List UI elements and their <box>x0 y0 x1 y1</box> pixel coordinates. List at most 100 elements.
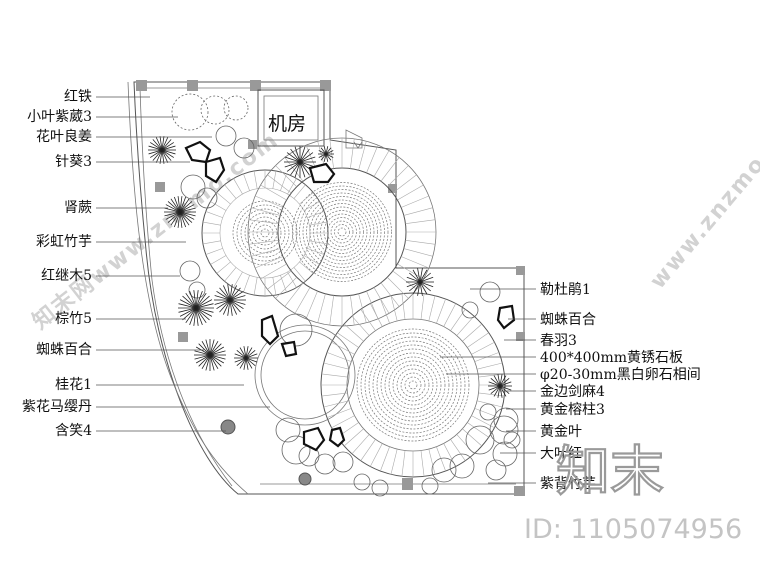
paving-joint <box>321 392 348 397</box>
right-labels: 勒杜鹃1 蜘蛛百合 春羽3 400*400mm黄锈石板 φ20-30mm黑白卵石… <box>540 281 701 492</box>
paving-joint <box>323 400 349 408</box>
paving-ring <box>396 368 430 402</box>
palm-symbol <box>488 374 512 398</box>
paving-joint <box>387 277 409 299</box>
paving-joint <box>405 240 436 245</box>
left-label-11: 含笑4 <box>55 423 92 439</box>
paving-joint <box>387 165 409 187</box>
paving-joint <box>467 332 489 348</box>
paving-joint <box>403 248 433 257</box>
paving-ring <box>236 204 294 262</box>
paving-joint <box>401 256 429 269</box>
paving-joint <box>303 201 320 211</box>
paving-joint <box>428 449 436 475</box>
paving-joint <box>202 221 221 226</box>
paving-joint <box>331 415 355 429</box>
paving-ring <box>320 210 364 254</box>
paving-ring <box>337 227 347 237</box>
paving-joint <box>253 277 258 296</box>
paving-joint <box>337 332 359 348</box>
paving-joint <box>287 271 297 288</box>
paving-joint <box>251 248 281 257</box>
right-label-2: 春羽3 <box>540 333 577 349</box>
paving-ring <box>244 212 286 254</box>
paving-circle-lower-left <box>254 324 356 426</box>
paving-joint <box>309 240 328 245</box>
shrub-symbol <box>281 435 311 465</box>
shrub-symbol <box>332 451 354 473</box>
shrub-symbol <box>196 187 218 209</box>
paving-ring <box>384 356 442 414</box>
paving-ring <box>356 328 470 442</box>
right-label-7: 黄金叶 <box>540 423 582 440</box>
paving-joint <box>403 207 433 216</box>
paving-joint <box>420 293 425 320</box>
paving-joint <box>436 298 446 324</box>
paving-joint <box>343 323 364 342</box>
paving-joint <box>248 240 279 245</box>
right-label-9: 紫背竹芋 <box>540 476 596 492</box>
paving-ring <box>364 336 462 434</box>
shrub-symbol <box>353 473 371 491</box>
paving-joint <box>299 261 314 274</box>
paving-joint <box>477 362 503 370</box>
shrub-symbol <box>489 415 519 445</box>
paving-ring <box>330 220 354 244</box>
paving-ring <box>392 364 434 406</box>
paving-ring <box>260 228 270 238</box>
shrub-symbol <box>503 431 521 449</box>
paving-joint <box>293 184 306 199</box>
shrub-symbol <box>479 403 497 421</box>
paving-joint <box>243 275 250 293</box>
paving-ring <box>302 192 382 272</box>
right-label-6: 黄金榕柱3 <box>540 401 605 418</box>
left-labels: 红铁 小叶紫葳3 花叶良姜 针葵3 肾蕨 彩虹竹芋 红继木5 棕竹5 蜘蛛百合 … <box>22 89 92 439</box>
left-label-1: 小叶紫葳3 <box>27 109 92 125</box>
paving-joint <box>358 141 367 171</box>
paving-ring <box>232 200 298 266</box>
paving-ring <box>309 199 375 265</box>
right-leader-lines <box>440 288 536 484</box>
paving-joint <box>351 315 370 336</box>
planting-symbols <box>148 93 521 497</box>
shrub-symbol <box>223 95 249 121</box>
paving-joint <box>443 303 457 327</box>
paving-joint <box>294 287 311 314</box>
paving-joint <box>280 275 287 293</box>
paving-joint <box>267 270 292 290</box>
shrub-symbol <box>449 453 475 479</box>
right-label-4: φ20-30mm黑白卵石相间 <box>540 367 701 383</box>
paving-ring <box>292 182 392 282</box>
paving-joint <box>307 248 325 255</box>
paving-joint <box>358 293 367 323</box>
machine-room: 机房 <box>257 89 363 149</box>
paving-joint <box>293 267 306 282</box>
paving-joint <box>248 219 279 224</box>
paving-joint <box>243 173 250 191</box>
paving-joint <box>478 373 505 378</box>
paving-joint <box>205 211 223 218</box>
paving-ring <box>388 360 438 410</box>
landscape-stones <box>184 140 516 452</box>
paving-joint <box>405 219 436 224</box>
paving-joint <box>255 195 283 208</box>
paving-joint <box>373 150 390 177</box>
paving-joint <box>462 323 483 342</box>
paving-joint <box>401 450 406 477</box>
shrub-symbol <box>275 417 301 443</box>
paving-joint <box>275 165 297 187</box>
paving-joint <box>478 392 505 397</box>
paving-ring <box>299 189 385 275</box>
shrub-symbol <box>215 125 237 147</box>
paving-ring <box>316 206 368 258</box>
paving-joint <box>326 408 352 418</box>
shrub-symbol <box>485 459 507 481</box>
right-label-0: 勒杜鹃1 <box>540 281 591 298</box>
dark-round-shrubs <box>220 419 312 486</box>
paving-joint <box>380 446 390 472</box>
paving-ring <box>295 185 389 279</box>
corner-posts <box>136 80 525 496</box>
paving-joint <box>216 192 231 205</box>
shrub-symbol <box>421 477 439 495</box>
left-label-8: 蜘蛛百合 <box>36 342 92 358</box>
